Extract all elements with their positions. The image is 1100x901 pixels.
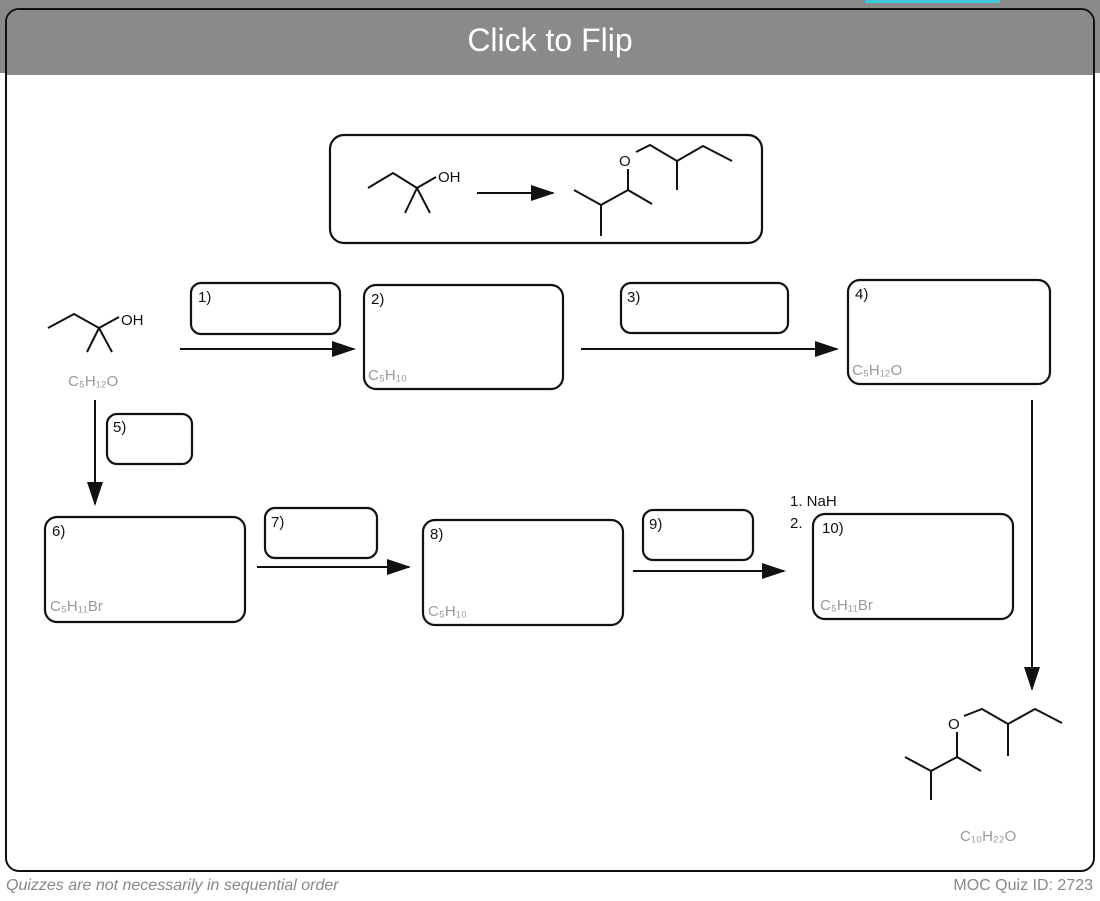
svg-text:3): 3) (627, 289, 640, 306)
reagent-line-1: 1. NaH (790, 493, 837, 510)
svg-text:O: O (619, 153, 631, 170)
svg-text:9): 9) (649, 516, 662, 533)
svg-text:C₅H₁₀: C₅H₁₀ (428, 603, 467, 620)
final-product-molecule: O (904, 707, 1063, 800)
answer-box-5[interactable]: 5) (105, 412, 194, 466)
sequence-note: Quizzes are not necessarily in sequentia… (6, 877, 339, 894)
svg-text:OH: OH (438, 169, 461, 186)
svg-text:5): 5) (113, 419, 126, 436)
answer-box-2[interactable]: 2) C₅H₁₀ (362, 283, 565, 391)
svg-text:OH: OH (121, 312, 144, 329)
svg-text:C₅H₁₂O: C₅H₁₂O (852, 362, 902, 379)
svg-text:10): 10) (822, 520, 844, 537)
flashcard[interactable]: Click to Flip (5, 8, 1095, 872)
answer-box-6[interactable]: 6) C₅H₁₁Br (43, 515, 247, 624)
answer-box-8[interactable]: 8) C₅H₁₀ (421, 518, 625, 627)
starting-material-molecule: OH (47, 312, 144, 353)
reagent-line-2: 2. (790, 515, 803, 532)
svg-text:4): 4) (855, 286, 868, 303)
svg-text:1): 1) (198, 289, 211, 306)
answer-box-10[interactable]: 10) C₅H₁₁Br (811, 512, 1015, 621)
svg-text:2): 2) (371, 291, 384, 308)
svg-text:8): 8) (430, 526, 443, 543)
svg-text:C₅H₁₁Br: C₅H₁₁Br (820, 597, 873, 614)
overview-product-molecule: O (573, 143, 733, 236)
accent-tab (865, 0, 1000, 3)
answer-box-4[interactable]: 4) C₅H₁₂O (846, 278, 1052, 386)
answer-box-3[interactable]: 3) (619, 281, 790, 335)
answer-box-7[interactable]: 7) (263, 506, 379, 560)
svg-text:7): 7) (271, 514, 284, 531)
svg-text:C₅H₁₀: C₅H₁₀ (368, 367, 407, 384)
overview-reactant-molecule: OH (367, 169, 461, 214)
svg-text:O: O (948, 716, 960, 733)
overview-box (328, 133, 764, 245)
svg-text:6): 6) (52, 523, 65, 540)
answer-box-9[interactable]: 9) (641, 508, 755, 562)
starting-formula: C₅H₁₂O (68, 373, 118, 390)
click-to-flip-button[interactable]: Click to Flip (7, 10, 1093, 75)
svg-text:C₅H₁₁Br: C₅H₁₁Br (50, 598, 103, 615)
quiz-id: MOC Quiz ID: 2723 (953, 877, 1093, 894)
answer-box-1[interactable]: 1) (189, 281, 342, 336)
product-formula: C₁₀H₂₂O (960, 828, 1016, 845)
